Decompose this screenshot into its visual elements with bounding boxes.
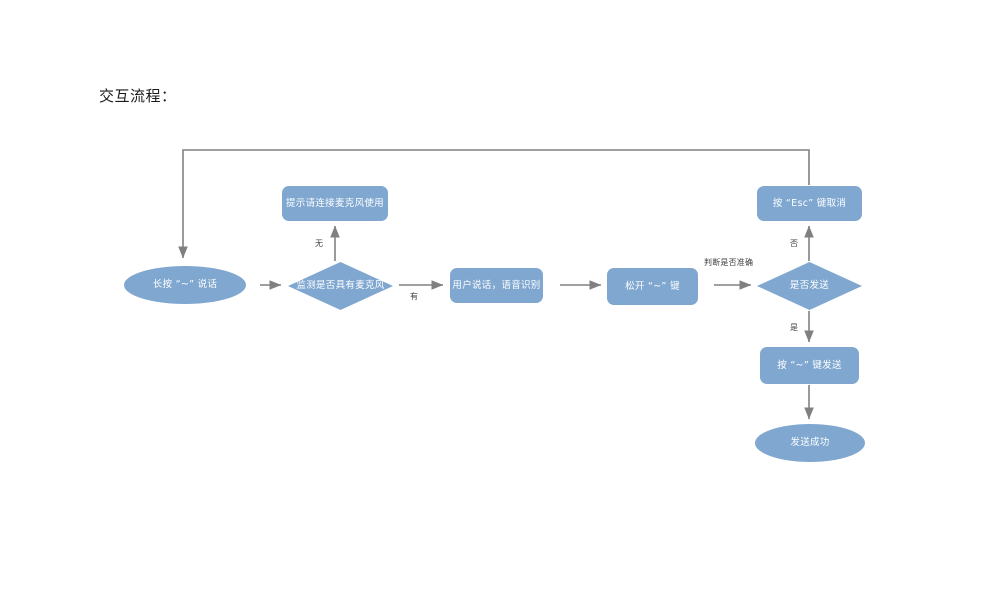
edge-esc-cancel-to-start-loop [178, 149, 810, 259]
edge-label-accuracy: 判断是否准确 [704, 258, 754, 267]
page-title: 交互流程： [99, 87, 177, 105]
node-start[interactable]: 长按 “~” 说话 [124, 266, 246, 304]
node-send-decide-label: 是否发送 [789, 280, 830, 292]
node-speak[interactable]: 用户说话，语音识别 [450, 268, 543, 303]
edge-label-has-mic: 有 [410, 292, 419, 301]
edge-label-no-mic: 无 [315, 239, 324, 248]
node-esc-cancel[interactable]: 按 “Esc” 键取消 [757, 186, 862, 221]
node-check-mic-label: 监测是否具有麦克风 [296, 280, 385, 292]
node-esc-cancel-label: 按 “Esc” 键取消 [772, 197, 847, 209]
node-no-mic-tip[interactable]: 提示请连接麦克风使用 [282, 186, 388, 221]
node-release-key[interactable]: 松开 “~” 键 [607, 268, 698, 305]
node-release-key-label: 松开 “~” 键 [625, 280, 680, 292]
node-check-mic[interactable]: 监测是否具有麦克风 [288, 262, 393, 310]
node-press-send[interactable]: 按 “~” 键发送 [760, 347, 859, 384]
node-start-label: 长按 “~” 说话 [152, 279, 218, 291]
node-send-success-label: 发送成功 [790, 437, 830, 449]
node-speak-label: 用户说话，语音识别 [452, 279, 541, 291]
node-no-mic-tip-label: 提示请连接麦克风使用 [285, 197, 384, 209]
node-send-success[interactable]: 发送成功 [755, 424, 865, 462]
node-send-decide[interactable]: 是否发送 [757, 262, 862, 310]
edge-label-send: 是 [790, 323, 799, 332]
edge-label-not-send: 否 [790, 239, 799, 248]
node-press-send-label: 按 “~” 键发送 [777, 359, 842, 371]
